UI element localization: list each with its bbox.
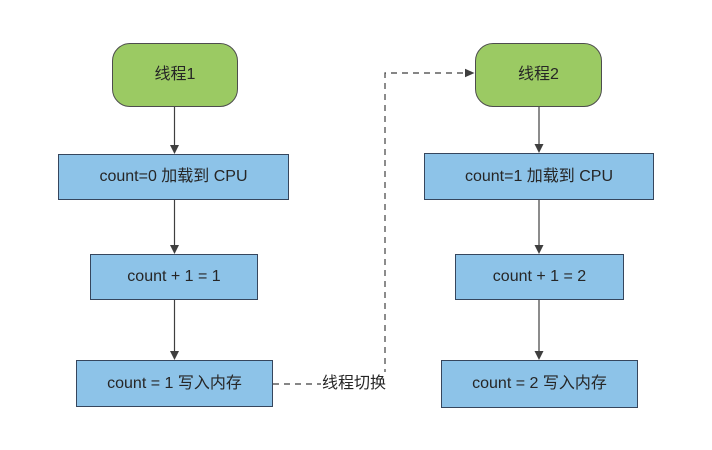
thread1-step-increment-node: count + 1 = 1 <box>90 254 258 300</box>
arrow-step1-to-step2-right <box>534 200 544 254</box>
thread2-step-increment-node: count + 1 = 2 <box>455 254 624 300</box>
thread-switch-connector <box>273 68 475 385</box>
arrow-thread1-to-step1 <box>170 107 179 154</box>
thread1-step-load-node: count=0 加载到 CPU <box>58 154 289 200</box>
thread2-step-write-node: count = 2 写入内存 <box>441 360 638 408</box>
arrow-step2-to-step3-right <box>534 300 544 360</box>
thread-switch-label: 线程切换 <box>321 372 388 396</box>
thread1-node: 线程1 <box>112 43 238 107</box>
thread2-step-load-node: count=1 加载到 CPU <box>424 153 654 200</box>
arrow-thread2-to-step1 <box>534 107 544 153</box>
arrow-step2-to-step3-left <box>170 300 179 360</box>
thread2-node: 线程2 <box>475 43 602 107</box>
arrow-step1-to-step2-left <box>170 200 179 254</box>
thread1-step-write-node: count = 1 写入内存 <box>76 360 273 407</box>
